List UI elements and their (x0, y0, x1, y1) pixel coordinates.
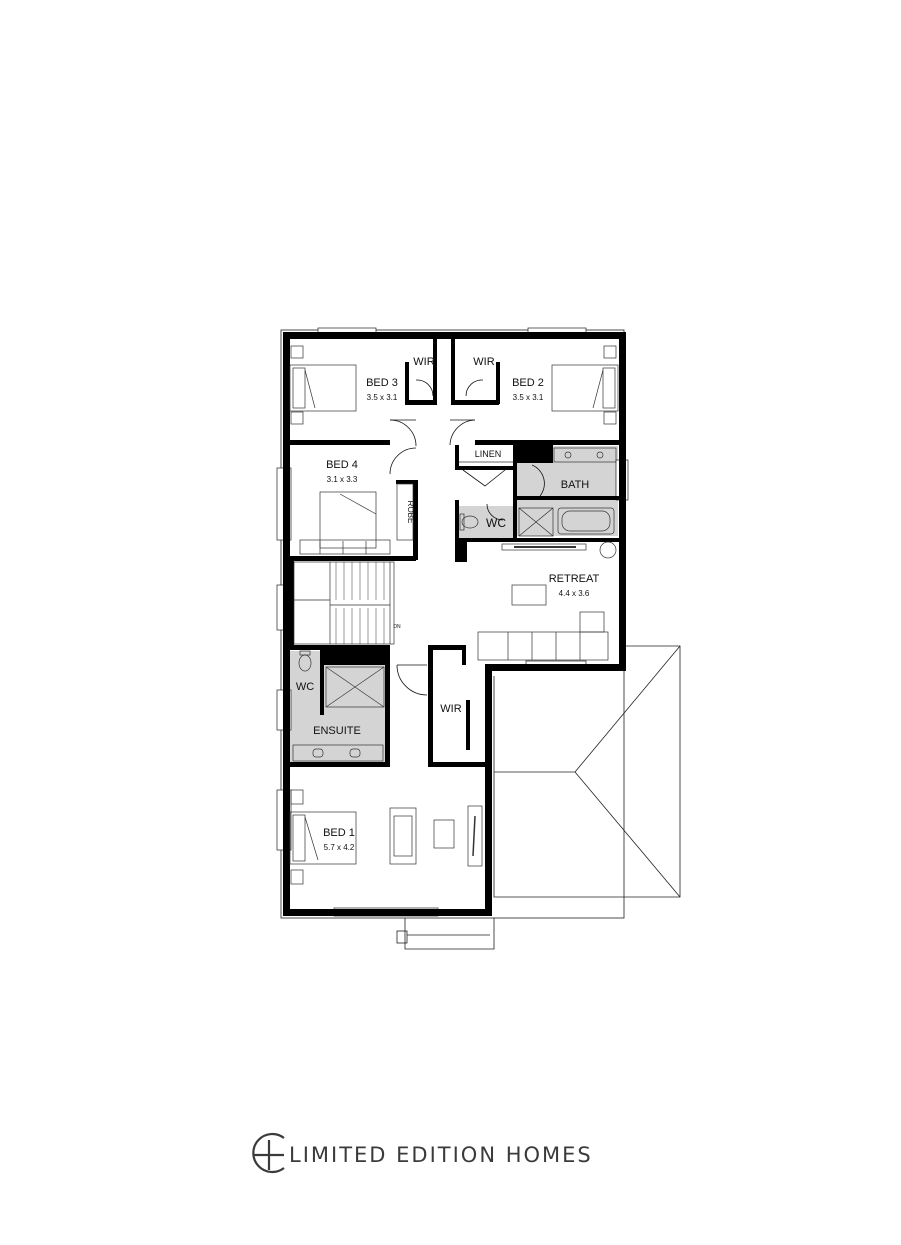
bed1-name: BED 1 (323, 827, 355, 839)
bath-label: BATH (561, 479, 590, 491)
room-labels: BED 3 3.5 x 3.1 BED 2 3.5 x 3.1 WIR WIR … (296, 356, 600, 852)
bed3-dim: 3.5 x 3.1 (367, 393, 398, 402)
bed2-name: BED 2 (512, 377, 544, 389)
retreat-dim: 4.4 x 3.6 (559, 589, 590, 598)
stair-dn-label: DN (393, 624, 401, 630)
doors (389, 379, 545, 696)
robe-label: ROBE (406, 501, 415, 524)
wet-areas (289, 446, 618, 765)
furniture (289, 345, 619, 885)
wc-upper-floor (458, 506, 516, 539)
wir-right-label: WIR (473, 356, 494, 368)
ensuite-label: ENSUITE (313, 725, 361, 737)
brand-name: LIMITED EDITION HOMES (289, 1143, 593, 1167)
bed1-dim: 5.7 x 4.2 (324, 843, 355, 852)
retreat-name: RETREAT (549, 573, 600, 585)
wc-ensuite-label: WC (296, 681, 314, 693)
wir-main-label: WIR (440, 703, 461, 715)
bed4-dim: 3.1 x 3.3 (327, 475, 358, 484)
wir-left-label: WIR (413, 356, 434, 368)
bed4-name: BED 4 (326, 459, 358, 471)
wc-upper-label: WC (486, 516, 506, 530)
circle-plus-logo (252, 1132, 285, 1174)
brand: LIMITED EDITION HOMES (252, 1132, 593, 1174)
linen-label: LINEN (475, 449, 502, 459)
walls (283, 332, 626, 916)
ensuite-floor (289, 651, 389, 765)
bed2-dim: 3.5 x 3.1 (513, 393, 544, 402)
bed3-name: BED 3 (366, 377, 398, 389)
